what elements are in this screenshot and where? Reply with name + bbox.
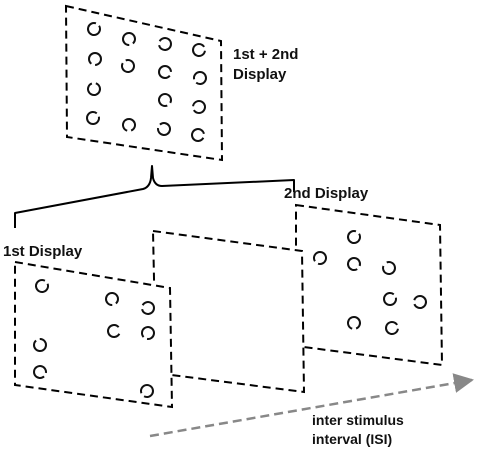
stimulus-dot: [347, 316, 361, 330]
combined-display-label-line1: 1st + 2nd: [233, 46, 299, 63]
isi-label-line1: inter stimulus: [312, 412, 404, 428]
stimulus-dot: [122, 118, 136, 132]
stimulus-dot: [140, 383, 154, 398]
first-display-label: 1st Display: [3, 243, 83, 260]
second-display-dots: [313, 230, 427, 335]
stimulus-dot: [158, 93, 172, 107]
stimulus-dot: [122, 32, 136, 46]
stimulus-dot: [86, 111, 100, 125]
stimulus-dot: [157, 121, 171, 136]
stimulus-dot: [385, 321, 399, 335]
stimulus-dot: [33, 365, 47, 379]
combined-display-frame: [64, 4, 224, 162]
stimulus-dot: [105, 292, 119, 306]
stimulus-dot: [158, 65, 172, 79]
stimulus-dot: [121, 59, 135, 73]
stimulus-dot: [346, 257, 361, 271]
stimulus-dot: [158, 37, 172, 51]
combining-brace: [14, 165, 295, 228]
isi-arrow: [149, 373, 474, 438]
stimulus-dot: [192, 99, 206, 114]
first-display-frame: [14, 260, 174, 409]
stimulus-dot: [190, 128, 205, 142]
stimulus-dot: [141, 326, 155, 340]
second-display-label: 2nd Display: [284, 185, 369, 202]
stimulus-dot: [313, 251, 328, 265]
isi-label: inter stimulus interval (ISI): [312, 411, 404, 449]
isi-label-line2: interval (ISI): [312, 431, 393, 447]
stimulus-dot: [141, 301, 155, 315]
stimulus-dot: [192, 43, 206, 57]
stimulus-dot: [193, 71, 207, 86]
stimulus-dot: [35, 279, 49, 293]
combined-display-dots: [86, 22, 207, 142]
stimulus-dot: [88, 52, 102, 66]
stimulus-dot: [413, 295, 427, 309]
first-display-dots: [33, 279, 155, 398]
stimulus-dot: [87, 22, 101, 36]
stimulus-dot: [382, 261, 396, 275]
stimulus-dot: [107, 324, 121, 338]
combined-display-label: 1st + 2nd Display: [233, 45, 298, 85]
stimulus-dot: [347, 230, 361, 244]
stimulus-dot: [87, 82, 101, 96]
isi-blank-frame: [151, 229, 306, 394]
second-display-frame: [295, 203, 444, 367]
stimulus-dot: [33, 338, 47, 352]
combined-display-label-line2: Display: [233, 66, 287, 83]
stimulus-dot: [383, 292, 397, 306]
